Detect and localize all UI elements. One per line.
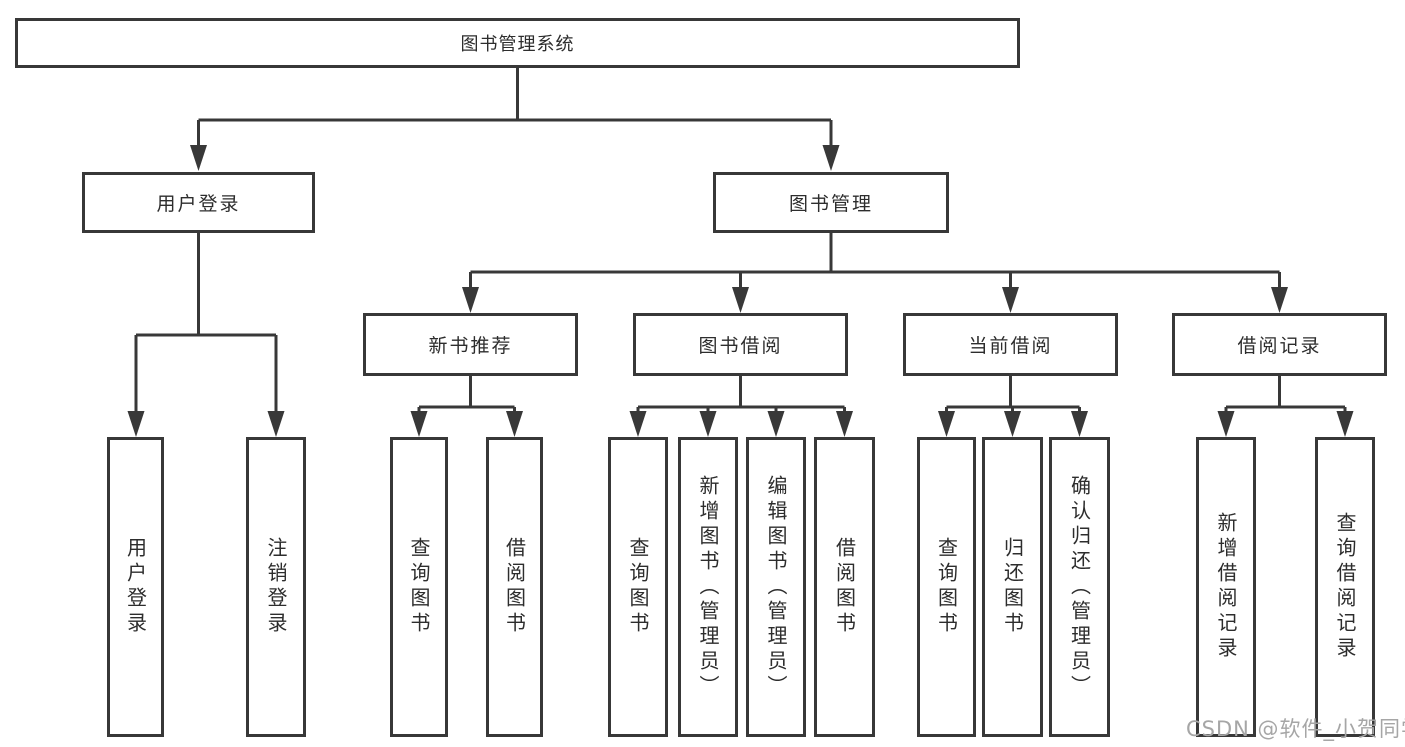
leaf-records-query-record: 查询借阅记录 xyxy=(1315,437,1375,737)
leaf-recommend-query-books: 查询图书 xyxy=(390,437,448,737)
arrowhead-down-icon xyxy=(699,411,717,437)
node-library-system-label: 图书管理系统 xyxy=(460,34,575,55)
node-user-login-label: 用户登录 xyxy=(156,193,241,215)
node-borrowing-records-label: 借阅记录 xyxy=(1237,335,1322,357)
leaf-borrowing-add-books-admin-label: 新增图书（管理员） xyxy=(696,474,720,700)
leaf-logout: 注销登录 xyxy=(246,437,306,737)
arrowhead-down-icon xyxy=(1217,411,1235,437)
leaf-borrowing-query-books: 查询图书 xyxy=(608,437,668,737)
arrowhead-down-icon xyxy=(629,411,647,437)
arrowhead-down-icon xyxy=(462,287,479,313)
leaf-current-query-books-label: 查询图书 xyxy=(934,537,959,637)
arrowhead-down-icon xyxy=(1004,411,1021,437)
leaf-current-query-books: 查询图书 xyxy=(917,437,976,737)
leaf-current-return-books: 归还图书 xyxy=(982,437,1043,737)
arrowhead-down-icon xyxy=(267,411,285,437)
leaf-borrowing-query-books-label: 查询图书 xyxy=(626,537,650,637)
leaf-user-login: 用户登录 xyxy=(107,437,164,737)
arrowhead-down-icon xyxy=(767,411,785,437)
arrowhead-down-icon xyxy=(506,411,523,437)
leaf-borrowing-borrow-books: 借阅图书 xyxy=(814,437,875,737)
leaf-current-confirm-return-admin-label: 确认归还（管理员） xyxy=(1067,474,1092,700)
leaf-borrowing-add-books-admin: 新增图书（管理员） xyxy=(678,437,738,737)
leaf-current-confirm-return-admin: 确认归还（管理员） xyxy=(1049,437,1110,737)
node-book-borrowing: 图书借阅 xyxy=(633,313,848,376)
arrowhead-down-icon xyxy=(1002,287,1019,313)
node-book-management-label: 图书管理 xyxy=(788,193,873,215)
node-borrowing-records: 借阅记录 xyxy=(1172,313,1387,376)
node-current-borrowing: 当前借阅 xyxy=(903,313,1118,376)
node-new-book-recommend: 新书推荐 xyxy=(363,313,578,376)
leaf-records-add-record: 新增借阅记录 xyxy=(1196,437,1256,737)
leaf-borrowing-edit-books-admin-label: 编辑图书（管理员） xyxy=(764,474,788,700)
leaf-logout-label: 注销登录 xyxy=(264,537,288,637)
node-book-management: 图书管理 xyxy=(713,172,949,233)
watermark: CSDN @软件_小贺同学 xyxy=(1186,717,1405,741)
node-book-borrowing-label: 图书借阅 xyxy=(698,335,783,357)
leaf-recommend-borrow-books: 借阅图书 xyxy=(486,437,543,737)
leaf-borrowing-edit-books-admin: 编辑图书（管理员） xyxy=(746,437,806,737)
node-user-login: 用户登录 xyxy=(82,172,315,233)
arrowhead-down-icon xyxy=(410,411,428,437)
arrowhead-down-icon xyxy=(938,411,955,437)
arrowhead-down-icon xyxy=(190,145,207,171)
leaf-records-query-record-label: 查询借阅记录 xyxy=(1333,512,1357,662)
arrowhead-down-icon xyxy=(1071,411,1088,437)
arrowhead-down-icon xyxy=(1336,411,1354,437)
arrowhead-down-icon xyxy=(127,411,145,437)
arrowhead-down-icon xyxy=(822,145,840,171)
arrowhead-down-icon xyxy=(836,411,853,437)
leaf-borrowing-borrow-books-label: 借阅图书 xyxy=(832,537,857,637)
arrowhead-down-icon xyxy=(732,287,749,313)
leaf-recommend-borrow-books-label: 借阅图书 xyxy=(502,537,527,637)
leaf-records-add-record-label: 新增借阅记录 xyxy=(1214,512,1238,662)
leaf-recommend-query-books-label: 查询图书 xyxy=(407,537,431,637)
arrowhead-down-icon xyxy=(1271,287,1288,313)
node-new-book-recommend-label: 新书推荐 xyxy=(428,335,513,357)
node-library-system: 图书管理系统 xyxy=(15,18,1020,68)
leaf-user-login-label: 用户登录 xyxy=(123,537,148,637)
node-current-borrowing-label: 当前借阅 xyxy=(968,335,1053,357)
leaf-current-return-books-label: 归还图书 xyxy=(1000,537,1025,637)
